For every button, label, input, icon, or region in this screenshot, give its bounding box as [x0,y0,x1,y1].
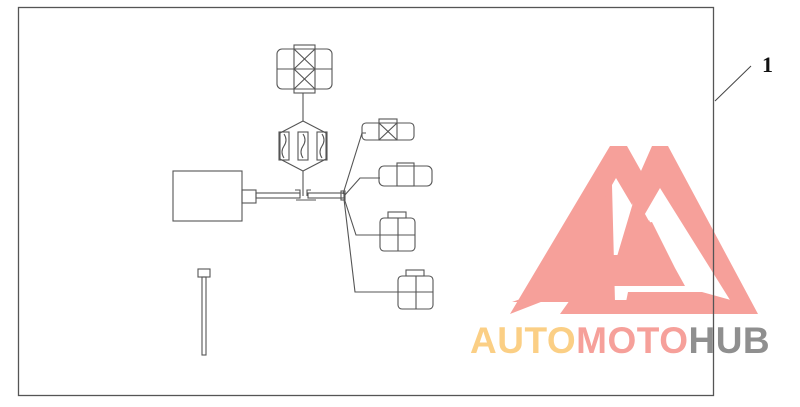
watermark-logo [512,146,738,302]
watermark-auto: AUTO [470,320,577,361]
watermark-hub: HUB [688,320,771,361]
branch-connector-4 [397,269,434,310]
branch-line-2 [343,177,380,197]
branch-connector-3 [379,211,416,252]
cable-tie [197,268,211,356]
callout-number: 1 [762,52,773,77]
branch-line-4 [343,198,398,293]
branch-connector-2 [378,162,433,187]
branch-line-3 [343,197,380,236]
watermark-text: AUTOMOTOHUB [470,320,770,362]
diagram-frame [17,6,715,397]
branch-connector-1 [361,118,415,141]
watermark-logo-shape [510,146,758,314]
control-unit [172,170,243,222]
top-connector [276,44,333,94]
callout-leader [714,65,752,102]
fuse-block [278,120,328,172]
watermark-inner [638,220,666,255]
watermark-moto: MOTO [576,320,689,361]
